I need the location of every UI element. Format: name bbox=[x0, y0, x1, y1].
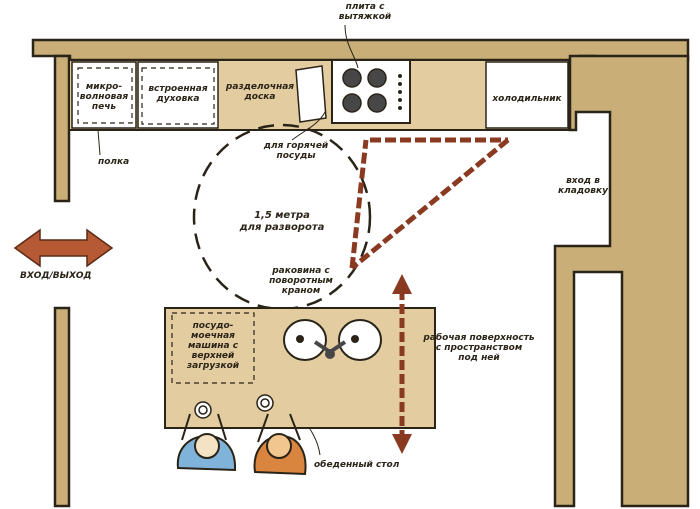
cutting-board-icon bbox=[295, 65, 327, 123]
plate-icon bbox=[194, 394, 274, 419]
sink-bowl-icon bbox=[283, 319, 382, 361]
entry-exit-label: ВХОД/ВЫХОД bbox=[20, 271, 92, 281]
right-wall-structure bbox=[553, 54, 690, 508]
entry-arrow-icon bbox=[13, 228, 114, 268]
dining-table-label: обеденный стол bbox=[314, 460, 400, 470]
stove-knobs bbox=[398, 74, 402, 110]
shelf-label: полка bbox=[98, 157, 130, 167]
turning-circle bbox=[192, 123, 372, 311]
person-icon bbox=[176, 413, 307, 476]
fridge-label: холодильник bbox=[492, 94, 562, 104]
oven-outline bbox=[141, 67, 215, 125]
walls bbox=[31, 38, 690, 508]
fridge-cabinet bbox=[485, 61, 569, 129]
dishwasher-outline bbox=[171, 312, 255, 384]
microwave-cabinet bbox=[71, 61, 137, 129]
stove bbox=[331, 59, 411, 124]
left-wall-lower bbox=[53, 306, 71, 508]
work-triangle bbox=[349, 137, 510, 270]
oven-cabinet bbox=[137, 61, 219, 129]
counter-run bbox=[68, 59, 570, 131]
stove-burner-icon bbox=[342, 68, 387, 113]
left-wall-upper bbox=[53, 54, 71, 203]
microwave-outline bbox=[77, 67, 133, 124]
